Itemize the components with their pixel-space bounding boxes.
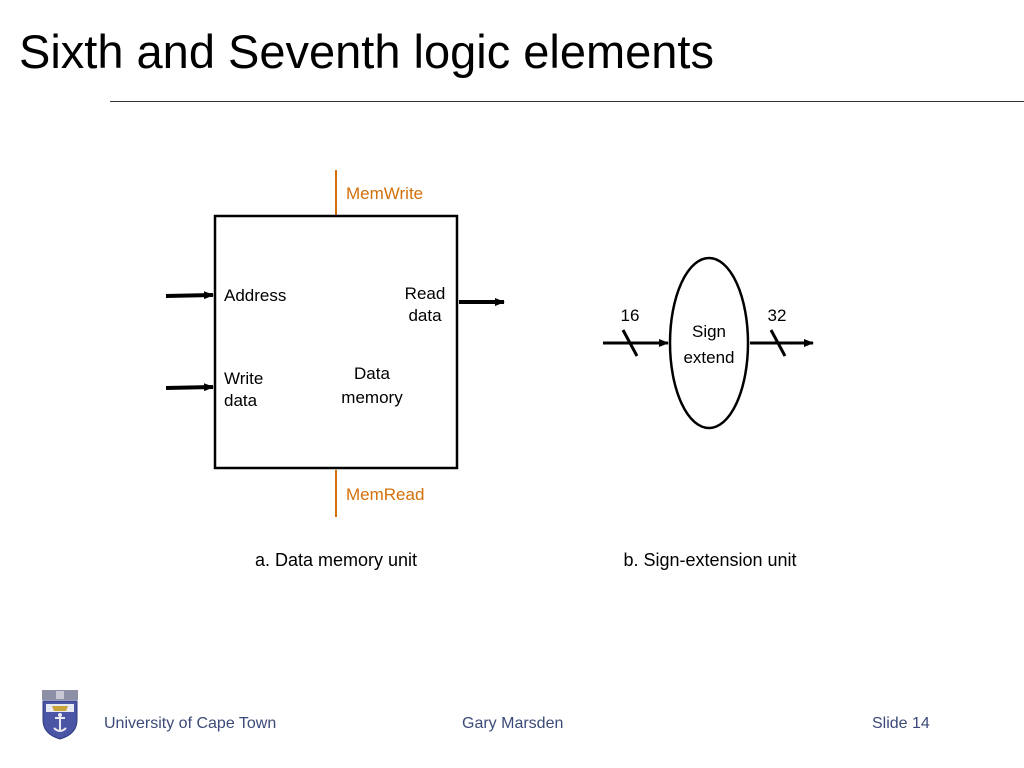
sign-extend-caption: b. Sign-extension unit — [623, 550, 796, 570]
data-memory-box — [213, 214, 459, 470]
input-bus-width-slash — [621, 329, 639, 357]
sign-extend-name-line1: Sign — [692, 322, 726, 341]
write-data-port-label-line2: data — [224, 391, 258, 410]
address-input-arrow — [165, 291, 214, 300]
sign-extension-unit: Sign extend 16 32 b. Sign-extension unit — [603, 256, 814, 570]
sign-extend-name-line2: extend — [683, 348, 734, 367]
sign-extend-ellipse — [668, 256, 750, 430]
address-port-label: Address — [224, 286, 286, 305]
output-bus-width-slash — [769, 329, 787, 357]
write-data-port-label-line1: Write — [224, 369, 263, 388]
read-data-port-label-line1: Read — [405, 284, 446, 303]
data-memory-caption: a. Data memory unit — [255, 550, 417, 570]
read-data-port-label-line2: data — [408, 306, 442, 325]
footer-slide-number: Slide 14 — [872, 715, 930, 732]
input-bus-width-label: 16 — [621, 306, 640, 325]
write-data-input-arrow — [165, 383, 214, 392]
data-memory-name-line2: memory — [341, 388, 403, 407]
university-crest-icon — [42, 690, 78, 740]
output-bus-width-label: 32 — [768, 306, 787, 325]
slide-title: Sixth and Seventh logic elements — [19, 25, 714, 78]
footer-university: University of Cape Town — [104, 715, 277, 732]
data-memory-name-line1: Data — [354, 364, 390, 383]
memwrite-label: MemWrite — [346, 184, 423, 203]
data-memory-unit: MemWrite Address Write data Read data Da… — [165, 170, 505, 570]
footer-author: Gary Marsden — [462, 715, 564, 732]
title-divider — [110, 101, 1024, 102]
memread-label: MemRead — [346, 485, 424, 504]
